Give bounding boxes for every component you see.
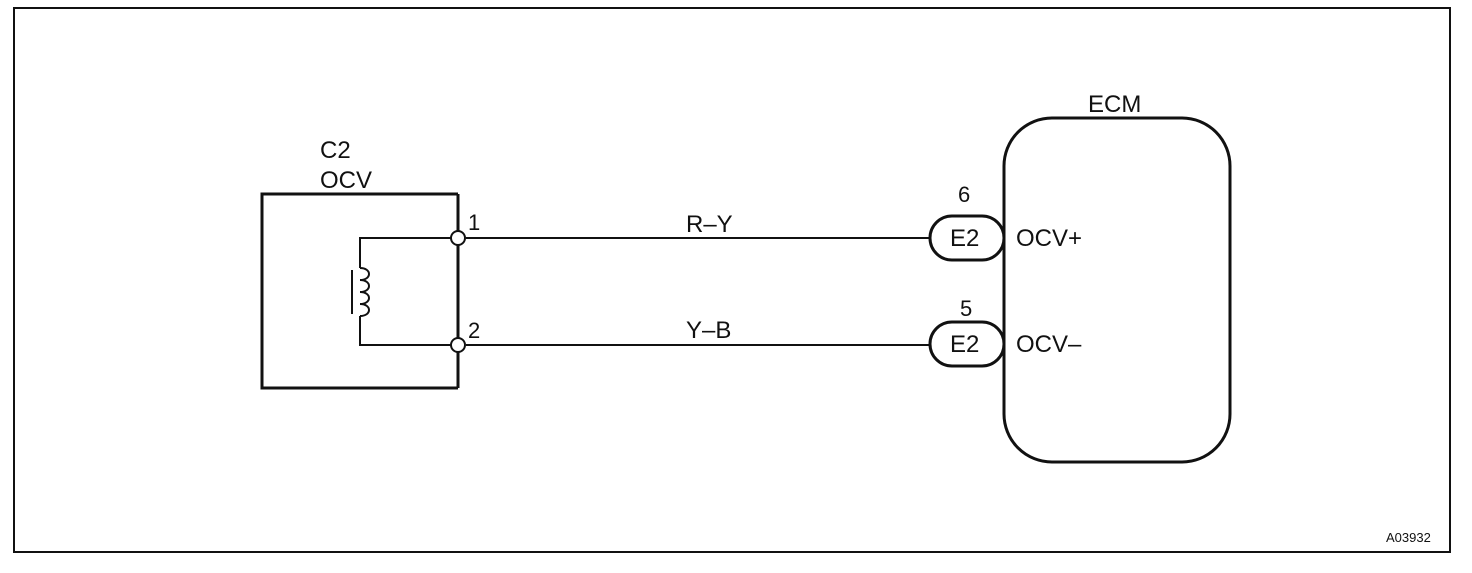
wire-2-color: Y–B (686, 317, 731, 344)
ocv-connector-label: C2 (320, 137, 351, 164)
ocv-box (260, 192, 458, 390)
ecm-block (1002, 116, 1232, 464)
ocv-name-label: OCV (320, 167, 372, 194)
pin-2-terminal (450, 337, 466, 353)
ocv-component (260, 192, 460, 390)
ecm-connector-e2-bottom-label: E2 (950, 331, 979, 358)
ecm-pin-6-label: 6 (958, 182, 970, 207)
diagram-border (13, 7, 1451, 553)
pin-1-label: 1 (468, 210, 480, 235)
ecm-connector-e2-bottom (928, 320, 1006, 368)
coil-lead-top (359, 237, 458, 268)
pin-2-label: 2 (468, 318, 480, 343)
ecm-label: ECM (1088, 91, 1141, 118)
ecm-connector-e2-top (928, 214, 1006, 262)
ecm-connector-e2-top-label: E2 (950, 225, 979, 252)
wire-1-color: R–Y (686, 211, 733, 238)
ecm-pin-5-label: 5 (960, 296, 972, 321)
ecm-signal-ocv-plus: OCV+ (1016, 225, 1082, 252)
coil-icon (359, 267, 370, 317)
pin-1-terminal (450, 230, 466, 246)
coil-lead-bottom (359, 316, 458, 346)
ecm-signal-ocv-minus: OCV– (1016, 331, 1082, 358)
figure-code: A03932 (1386, 530, 1431, 545)
